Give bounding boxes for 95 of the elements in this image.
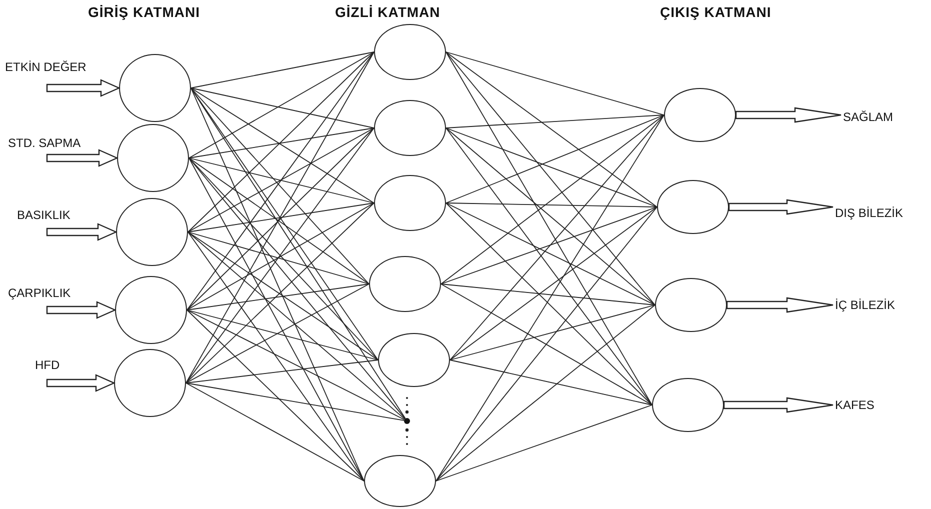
node-label: DIŞ BİLEZİK (835, 206, 904, 220)
connection-line (436, 304, 656, 482)
connection-line (450, 304, 656, 360)
neuron-circle (652, 378, 724, 432)
connection-line (188, 232, 370, 284)
connection-line (188, 232, 378, 360)
neuron-circle (657, 180, 729, 234)
node-label: ETKİN DEĞER (5, 60, 86, 74)
block-arrow (46, 223, 118, 241)
connection-line (186, 128, 374, 384)
connection-line (190, 88, 406, 419)
node-label: ÇARPIKLIK (8, 286, 71, 300)
layer-heading: GİRİŞ KATMANI (88, 4, 200, 20)
block-arrow (723, 397, 834, 413)
neuron-circle (117, 124, 189, 192)
connection-line (440, 206, 658, 284)
connection-line (186, 284, 370, 384)
connection-line (188, 158, 378, 360)
neuron-circle (374, 24, 446, 80)
connection-line (446, 128, 652, 406)
node-label: STD. SAPMA (8, 136, 81, 150)
neuron-circle (378, 333, 450, 387)
connection-line (186, 310, 405, 420)
connection-line (186, 284, 370, 310)
connection-line (450, 206, 658, 360)
neuron-circle (119, 54, 191, 122)
connection-line (186, 202, 374, 310)
block-arrow (46, 301, 116, 319)
node-label: HFD (35, 358, 60, 372)
connection-line (186, 382, 404, 421)
connection-line (440, 284, 656, 306)
connection-line (188, 128, 374, 158)
connection-line (186, 52, 374, 310)
block-arrow (46, 374, 116, 392)
connection-line (190, 88, 374, 204)
connection-line (186, 310, 364, 482)
neuron-circle (655, 278, 727, 332)
junction-dot (404, 418, 410, 424)
connection-line (436, 206, 658, 482)
neuron-circle (664, 88, 736, 142)
connection-line (440, 284, 652, 406)
node-label: BASIKLIK (17, 208, 70, 222)
connection-line (446, 114, 664, 128)
connection-line (446, 202, 658, 208)
block-arrow (728, 199, 834, 215)
block-arrow (735, 107, 842, 123)
connection-line (450, 360, 652, 406)
connection-line (188, 52, 374, 232)
connection-line (450, 114, 664, 360)
connection-line (186, 128, 374, 310)
connection-line (188, 158, 374, 204)
neuron-circle (369, 256, 441, 312)
node-label: İÇ BİLEZİK (835, 298, 896, 312)
connection-line (188, 52, 374, 158)
connection-line (190, 52, 374, 88)
node-label: KAFES (835, 398, 874, 412)
connection-line (446, 128, 656, 306)
connection-line (188, 158, 406, 420)
connection-line (186, 202, 374, 384)
connection-line (446, 202, 656, 306)
block-arrow (46, 149, 118, 167)
connection-line (446, 52, 656, 306)
layer-heading: ÇIKIŞ KATMANI (660, 4, 772, 20)
connection-line (186, 52, 374, 384)
connection-line (436, 404, 652, 482)
node-label: SAĞLAM (843, 110, 894, 124)
block-arrow (726, 297, 834, 313)
connection-line (446, 202, 652, 406)
connection-line (446, 114, 664, 204)
layer-heading: GİZLİ KATMAN (335, 4, 440, 20)
neuron-circle (374, 100, 446, 156)
connection-line (186, 382, 364, 482)
neuron-circle (116, 198, 188, 266)
neuron-circle (364, 455, 436, 507)
connection-line (436, 114, 664, 482)
connection-line (188, 232, 406, 420)
connection-line (440, 114, 664, 284)
connection-line (188, 158, 370, 284)
connection-line (188, 202, 374, 232)
neuron-circle (114, 349, 186, 417)
connection-line (190, 88, 370, 284)
connection-line (188, 128, 374, 232)
connection-line (446, 128, 658, 208)
connection-line (446, 52, 652, 406)
neuron-circle (115, 276, 187, 344)
connection-line (188, 232, 364, 482)
block-arrow (46, 79, 120, 97)
connection-line (446, 52, 658, 208)
connection-line (188, 158, 364, 482)
connection-line (186, 310, 378, 360)
neuron-circle (374, 175, 446, 231)
connection-line (190, 88, 364, 482)
connection-line (186, 360, 378, 384)
connection-line (446, 52, 664, 116)
connection-line (190, 88, 374, 128)
